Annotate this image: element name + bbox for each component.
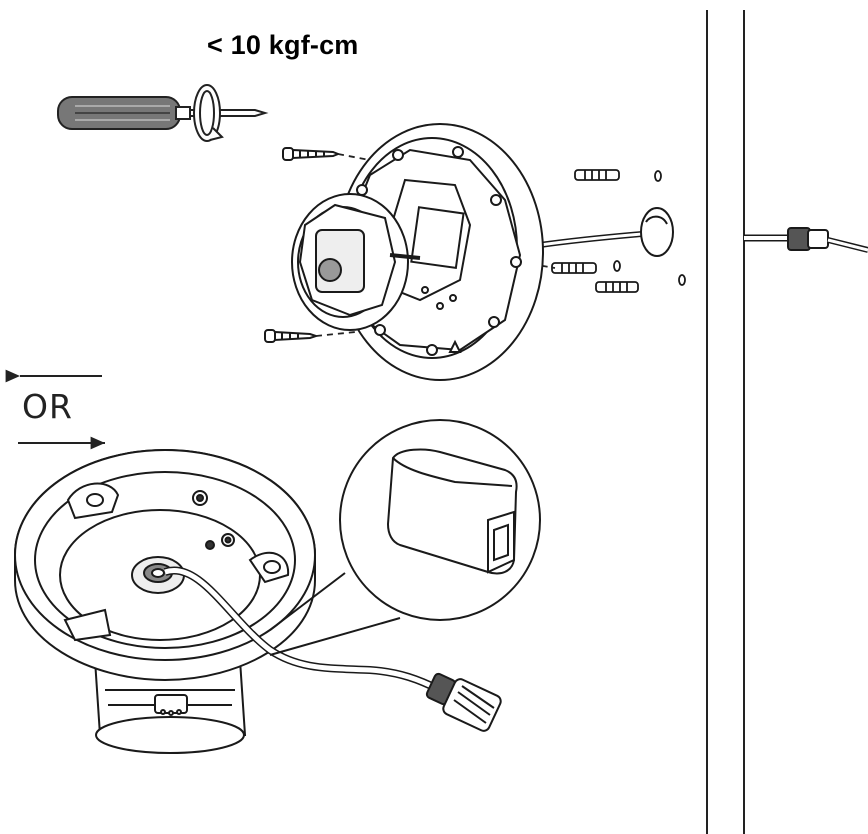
screwdriver-icon: [57, 96, 269, 130]
wall-anchor: [595, 281, 639, 293]
cable-connector: [163, 566, 502, 732]
dome-camera-top: [291, 123, 544, 381]
wall-anchor: [551, 262, 597, 274]
screw: [264, 329, 320, 343]
plug-callout: [269, 419, 541, 656]
camera-mount-base: [14, 449, 316, 754]
screw: [282, 147, 341, 161]
rotation-arrow-icon: [193, 84, 224, 142]
or-arrows: [5, 369, 105, 450]
mounting-screws: [264, 147, 341, 343]
wall-anchor: [574, 169, 620, 181]
wall-anchors: [551, 169, 686, 293]
cable-through-wall: [539, 227, 868, 253]
wall: [706, 10, 745, 834]
or-label: OR: [22, 387, 73, 426]
wall-hole: [640, 207, 674, 257]
torque-label: < 10 kgf-cm: [207, 30, 359, 60]
